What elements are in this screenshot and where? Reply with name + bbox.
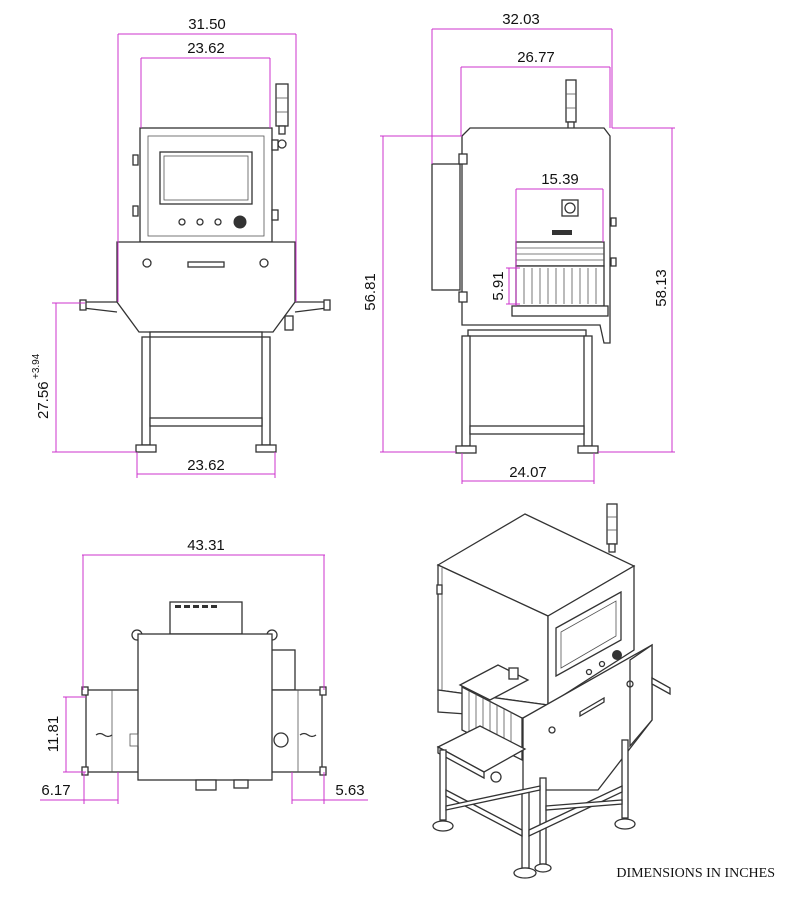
front-view [79,83,331,453]
side-overall-height-label: 58.13 [653,269,670,307]
side-cabinet-height-label: 56.81 [362,273,379,311]
front-handle [187,261,225,268]
emergency-stop-icon [233,215,247,229]
side-leg-rear [583,335,593,447]
isometric-view [432,503,671,879]
front-conveyor-height-tolerance: +3.94 [31,353,42,379]
front-lower-housing [116,241,296,333]
front-base-width-label: 23.62 [187,457,225,474]
top-main-body [137,633,273,781]
top-overall-length-label: 43.31 [187,537,225,554]
side-leg-front [461,335,471,447]
top-view [81,601,327,791]
front-leg-right [261,336,271,446]
front-cabinet-width-label: 23.62 [187,40,225,57]
iso-frame [432,739,636,879]
side-label-plate [552,230,572,235]
iso-emergency-stop-icon [612,650,622,660]
iso-touchscreen [555,590,622,678]
dimensions-note: DIMENSIONS IN INCHES [616,866,775,881]
side-base-depth-label: 24.07 [509,464,547,481]
side-signal-light-icon [565,79,577,130]
side-tunnel-depth-label: 15.39 [541,171,579,188]
iso-handle [579,696,605,718]
side-cabinet-depth-label: 26.77 [517,49,555,66]
iso-signal-light-icon [606,503,618,553]
side-tunnel-height-label: 5.91 [490,271,507,300]
side-curtain [515,265,605,307]
side-door-panel [431,163,461,291]
front-conveyor-height-label: 27.56 [35,381,52,419]
side-dimensions: 32.03 26.77 15.39 24.07 5.91 56.81 58.13 [362,11,675,484]
top-dimensions: 43.31 11.81 6.17 5.63 [40,537,368,804]
top-left-extension-label: 6.17 [41,782,70,799]
front-touchscreen [159,151,253,205]
side-overall-depth-label: 32.03 [502,11,540,28]
front-leg-left [141,336,151,446]
front-overall-width-label: 31.50 [188,16,226,33]
front-dimensions: 31.50 23.62 23.62 27.56 +3.94 [31,16,297,478]
top-belt-width-label: 11.81 [45,716,62,752]
side-view [431,79,617,454]
signal-light-icon [275,83,289,135]
top-right-extension-label: 5.63 [335,782,364,799]
